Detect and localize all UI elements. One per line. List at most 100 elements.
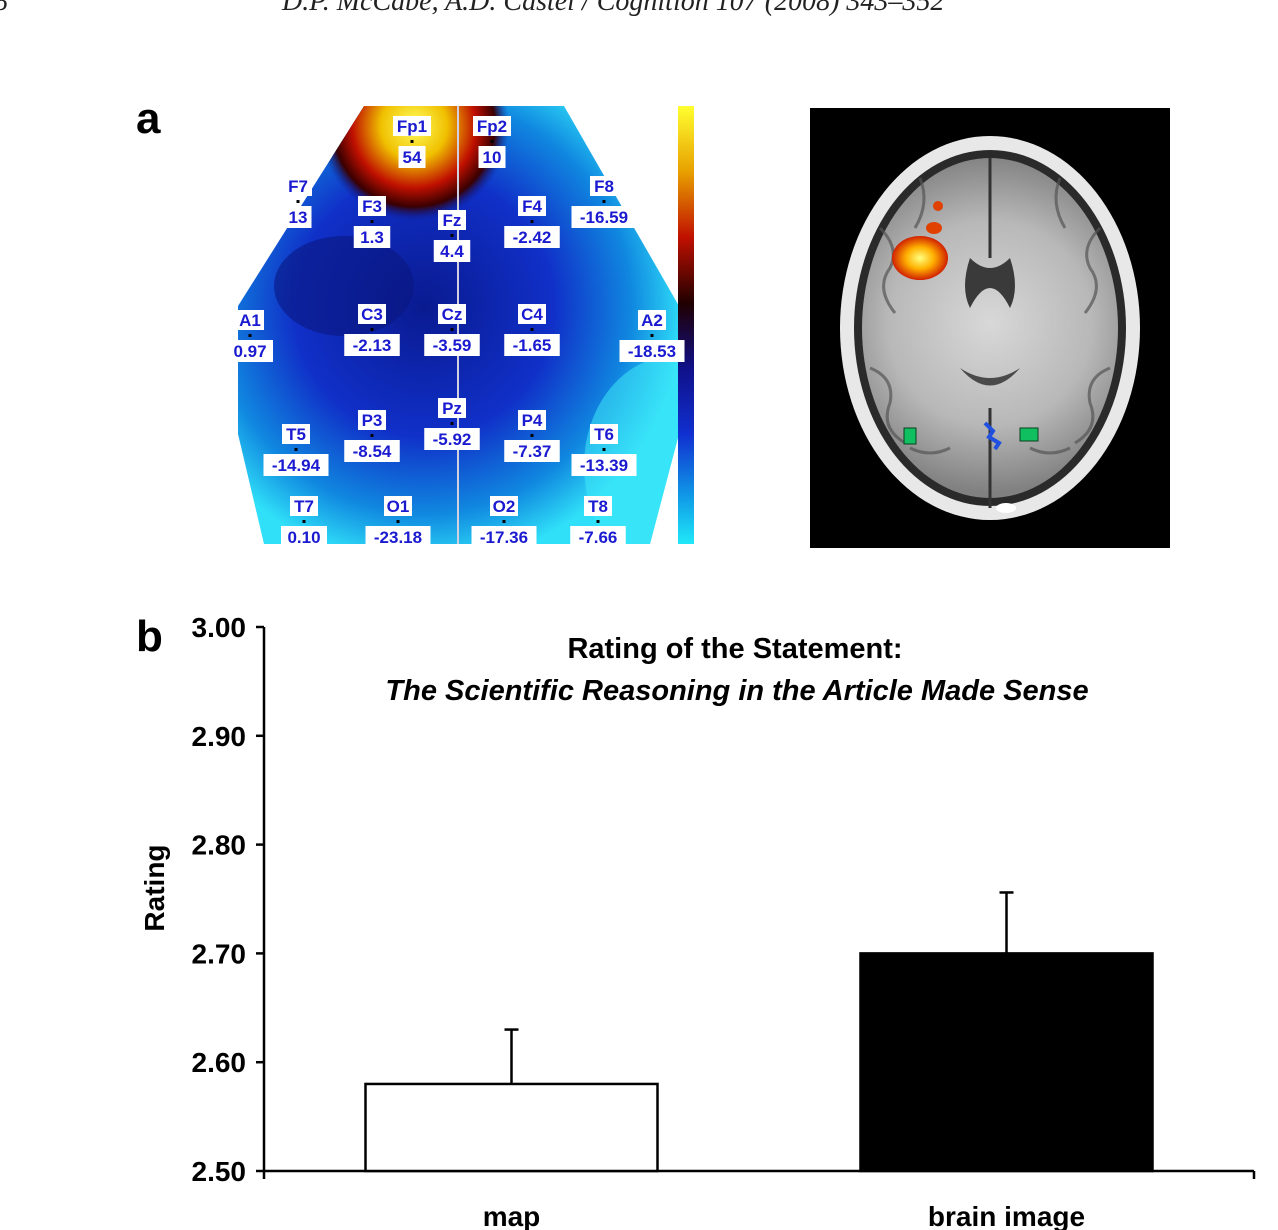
electrode-name: C3 (361, 305, 383, 324)
electrode-value: 0.97 (234, 342, 267, 361)
electrode-value: -2.13 (353, 336, 392, 355)
electrode-name-box (358, 304, 386, 324)
bar (364, 1082, 659, 1173)
electrode-value-box (353, 226, 391, 248)
electrode-value-box (471, 526, 537, 548)
electrode-value: -16.59 (580, 208, 628, 227)
y-tick-label: 2.80 (192, 830, 247, 861)
electrode-value: -13.39 (580, 456, 628, 475)
electrode-name-box (282, 424, 310, 444)
electrode-name-box (384, 496, 412, 516)
activation-green-right (1019, 427, 1039, 442)
electrode-name: Pz (442, 399, 462, 418)
electrode-value: -8.54 (353, 442, 392, 461)
y-tick-label: 2.50 (192, 1156, 247, 1187)
electrode-name-box (284, 176, 312, 196)
electrode-name-box (358, 196, 386, 216)
electrode-dot (602, 200, 606, 203)
electrode-name-box (438, 398, 466, 418)
electrode-value: 1.3 (360, 228, 384, 247)
electrode-name-box (438, 304, 466, 324)
electrode-value: -5.92 (433, 430, 472, 449)
electrode-name: T6 (594, 425, 614, 444)
electrode-name-box (518, 304, 546, 324)
y-tick-label: 2.60 (192, 1047, 247, 1078)
chart-title: Rating of the Statement: (567, 633, 902, 665)
electrode-value-box (284, 206, 312, 228)
x-tick-label: brain image (928, 1201, 1085, 1230)
electrode-value: 13 (289, 208, 308, 227)
electrode-name-box (473, 116, 511, 136)
electrode-dot (450, 328, 454, 331)
running-head-text: D.P. McCabe, A.D. Castel / Cognition 107… (282, 0, 945, 17)
electrode-name-box (584, 496, 612, 516)
electrode-dot (370, 220, 374, 223)
electrode-name: Cz (442, 305, 463, 324)
eeg-colorbar (678, 106, 694, 544)
electrode-value-box (398, 146, 426, 168)
electrode-dot (596, 520, 600, 523)
electrode-dot (370, 434, 374, 437)
electrode-name-box (518, 410, 546, 430)
y-tick-label: 2.70 (192, 938, 247, 969)
y-axis-label: Rating (139, 844, 170, 931)
electrode-value: -7.37 (513, 442, 552, 461)
electrode-name: Fz (443, 211, 462, 230)
electrode-value: -3.59 (433, 336, 472, 355)
electrode-name: F7 (288, 177, 308, 196)
electrode-dot (450, 422, 454, 425)
electrode-dot (370, 328, 374, 331)
electrode-dot (296, 200, 300, 203)
electrode-name: O2 (493, 497, 516, 516)
page-number: 8 (0, 0, 8, 18)
electrode-dot (602, 448, 606, 451)
y-tick-label: 2.90 (192, 721, 247, 752)
electrode-name-box (638, 310, 666, 330)
activation-green-left (903, 427, 917, 445)
electrode-name-box (236, 310, 264, 330)
electrode-name: P4 (522, 411, 543, 430)
electrode-name: O1 (387, 497, 410, 516)
electrode-value-box (424, 334, 480, 356)
electrode-name-box (490, 496, 518, 516)
electrode-value: -1.65 (513, 336, 552, 355)
panel-b-label: b (136, 612, 163, 661)
electrode-value-box (504, 334, 560, 356)
running-header: 8 D.P. McCabe, A.D. Castel / Cognition 1… (0, 0, 1278, 26)
activation-blue (983, 421, 1002, 451)
ventricles (965, 258, 1015, 308)
electrode-value-box (281, 526, 327, 548)
rating-bar-chart: Rating of the Statement: The Scientific … (139, 612, 1256, 1230)
y-tick-label: 3.00 (192, 612, 247, 643)
electrode-value-box (433, 240, 471, 262)
brain-mri-image (810, 108, 1170, 548)
electrode-name-box (358, 410, 386, 430)
electrode-value: -2.42 (513, 228, 552, 247)
electrode-value: 54 (403, 148, 422, 167)
eeg-topographic-map: Fp154Fp210F713F31.3Fz4.4F4-2.42F8-16.59A… (234, 106, 694, 548)
electrode-value: -23.18 (374, 528, 422, 547)
electrode-name: F3 (362, 197, 382, 216)
electrode-name: F4 (522, 197, 542, 216)
electrode-name: F8 (594, 177, 614, 196)
electrode-value-box (344, 440, 400, 462)
electrode-name: P3 (362, 411, 383, 430)
electrode-dot (396, 520, 400, 523)
electrode-value-box (263, 454, 329, 476)
electrode-dot (248, 334, 252, 337)
electrode-value-box (504, 440, 560, 462)
electrode-name: A1 (239, 311, 261, 330)
electrode-name: T7 (294, 497, 314, 516)
electrode-value-box (571, 206, 637, 228)
electrode-dot (502, 520, 506, 523)
electrode-name: T5 (286, 425, 306, 444)
electrode-dot (450, 234, 454, 237)
electrode-name-box (590, 176, 618, 196)
electrode-value-box (234, 340, 273, 362)
electrode-name-box (393, 116, 431, 136)
electrode-value: 4.4 (440, 242, 464, 261)
electrode-value: -17.36 (480, 528, 528, 547)
electrode-value-box (478, 146, 506, 168)
electrode-value: -7.66 (579, 528, 618, 547)
electrode-dot (294, 448, 298, 451)
